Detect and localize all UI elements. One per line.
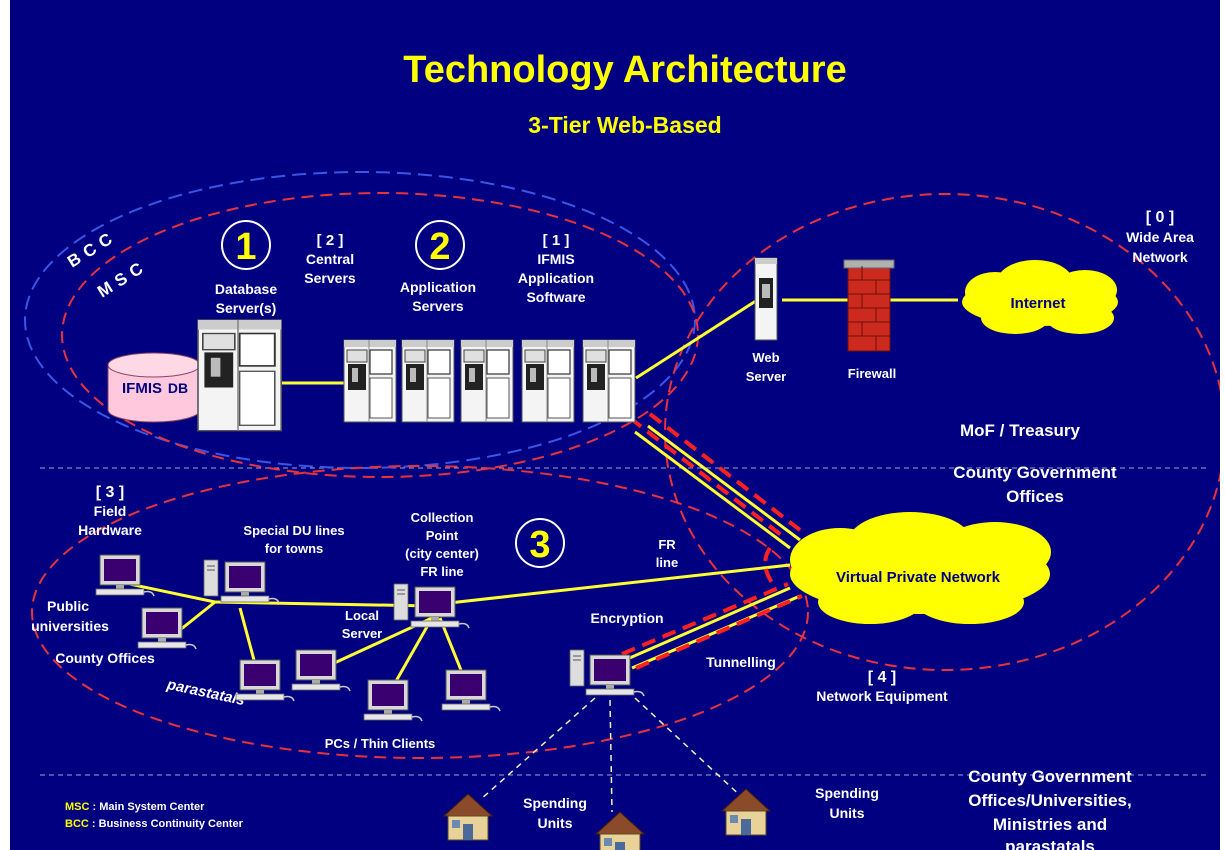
vpn-label: Virtual Private Network: [836, 569, 1001, 586]
bottom-county-label-3: Ministries and: [993, 815, 1107, 834]
web-server-label-2: Server: [746, 369, 786, 384]
collection-point-label-1: Collection: [411, 510, 474, 525]
public-universities-label-1: Public: [47, 598, 89, 614]
tier-1-badge: 1: [221, 220, 271, 270]
fr-line-label-2: line: [656, 555, 678, 570]
tier-2-number: 2: [429, 226, 450, 268]
vpn-cloud: [790, 512, 1051, 624]
bottom-county-label-4: parastatals: [1005, 837, 1095, 850]
legend: MSC : Main System Center BCC : Business …: [65, 801, 244, 830]
firewall-label: Firewall: [848, 366, 896, 381]
bottom-county-label-2: Offices/Universities,: [968, 791, 1131, 810]
web-server-label-1: Web: [752, 350, 779, 365]
database-server-icon: [197, 319, 283, 432]
internet-label: Internet: [1010, 295, 1065, 312]
spending-units-label-1a: Spending: [523, 795, 587, 811]
web-server-icon: [754, 257, 778, 341]
special-du-label-2: for towns: [265, 541, 324, 556]
county-offices-label: County Offices: [55, 650, 155, 666]
tier-3-badge: 3: [515, 518, 565, 568]
tier-2-badge: 2: [415, 220, 465, 270]
spending-units-label-1b: Units: [538, 815, 573, 831]
ifmis-label-3: Software: [526, 289, 585, 305]
ifmis-label-2: Application: [518, 270, 594, 286]
encryption-label: Encryption: [590, 610, 663, 626]
internet-cloud: [962, 260, 1118, 334]
application-servers-label-1: Application: [400, 279, 476, 295]
wan-label-2: Network: [1132, 249, 1187, 265]
svg-text:MSC : Main System Center: MSC : Main System Center: [65, 801, 205, 813]
network-equipment-label: Network Equipment: [816, 688, 948, 704]
database-server-label-2: Server(s): [216, 300, 277, 316]
parastatals-label: parastatals: [164, 676, 246, 709]
page-title: Technology Architecture: [403, 49, 846, 91]
ifmis-db-cylinder: IFMIS DB: [107, 352, 201, 423]
diagram-stage: Technology Architecture 3-Tier Web-Based…: [10, 0, 1220, 850]
bcc-label: BCC: [64, 226, 121, 271]
tier-1-number: 1: [235, 226, 256, 268]
wan-bracket: [ 0 ]: [1146, 209, 1174, 226]
vpn-tunnels: [621, 412, 803, 670]
bottom-county-label-1: County Government: [968, 767, 1132, 786]
legend-bcc-value: : Business Continuity Center: [89, 818, 244, 830]
legend-msc-key: MSC: [65, 801, 90, 813]
page-subtitle: 3-Tier Web-Based: [528, 112, 721, 138]
local-server-label-1: Local: [345, 608, 379, 623]
ifmis-label-1: IFMIS: [537, 251, 574, 267]
central-servers-bracket: [ 2 ]: [317, 232, 344, 249]
legend-bcc-key: BCC: [65, 818, 89, 830]
network-equipment-bracket: [ 4 ]: [868, 669, 896, 686]
county-government-label-2: Offices: [1006, 487, 1064, 506]
field-hardware-bracket: [ 3 ]: [96, 484, 124, 501]
spending-units-label-2b: Units: [830, 805, 865, 821]
ifmis-bracket: [ 1 ]: [543, 232, 570, 249]
local-server-label-2: Server: [342, 626, 382, 641]
tier-3-number: 3: [529, 524, 550, 566]
field-zone-ellipse: [31, 465, 809, 759]
public-universities-label-2: universities: [31, 618, 109, 634]
collection-point-label-4: FR line: [420, 564, 463, 579]
pcs-thin-clients-label: PCs / Thin Clients: [325, 736, 436, 751]
county-government-label-1: County Government: [953, 463, 1117, 482]
wan-label-1: Wide Area: [1126, 229, 1194, 245]
collection-point-label-3: (city center): [405, 546, 479, 561]
mof-treasury-label: MoF / Treasury: [960, 421, 1081, 440]
fr-line-label-1: FR: [658, 537, 676, 552]
spending-units-label-2a: Spending: [815, 785, 879, 801]
bcc-zone-ellipse: [24, 171, 696, 469]
database-server-label-1: Database: [215, 281, 277, 297]
spending-unit-links: [479, 697, 746, 813]
application-servers-label-2: Servers: [412, 298, 464, 314]
field-hardware-label-1: Field: [94, 503, 127, 519]
legend-msc-value: : Main System Center: [89, 801, 205, 813]
msc-zone-ellipse: [61, 192, 699, 478]
field-hardware-label-2: Hardware: [78, 522, 142, 538]
svg-text:BCC : Business Continuity Cent: BCC : Business Continuity Center: [65, 818, 244, 830]
collection-point-label-2: Point: [426, 528, 459, 543]
application-servers-icon: [343, 339, 636, 423]
firewall-icon: [843, 259, 895, 352]
central-servers-label-2: Servers: [304, 270, 356, 286]
ifmis-db-label-b: DB: [168, 380, 188, 396]
msc-label: MSC: [94, 256, 151, 302]
ifmis-db-label-a: IFMIS: [122, 380, 162, 397]
architecture-diagram: Technology Architecture 3-Tier Web-Based…: [24, 49, 1220, 850]
central-servers-label-1: Central: [306, 251, 354, 267]
network-links: [119, 295, 958, 684]
spending-unit-houses: [443, 788, 771, 850]
wan-zone-ellipse: [664, 193, 1220, 671]
tunnelling-label: Tunnelling: [706, 654, 776, 670]
special-du-label-1: Special DU lines: [243, 523, 344, 538]
